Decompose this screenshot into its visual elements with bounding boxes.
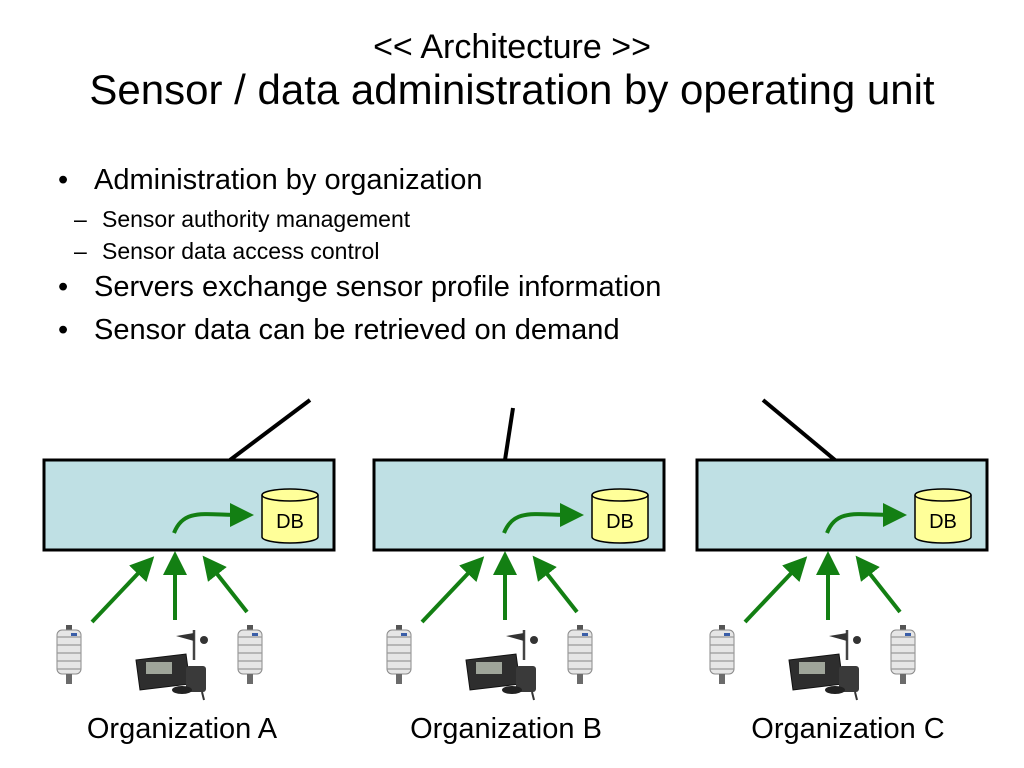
bullet-marker: • xyxy=(58,271,69,303)
architecture-diagram: DB Organization A DB Organization B DB Organi… xyxy=(42,398,989,745)
organization-group: DB Organization B xyxy=(372,407,666,745)
sensor-data-arrow xyxy=(202,555,249,614)
curved-arrow-icon xyxy=(825,502,907,534)
sensor-data-arrow xyxy=(855,555,902,614)
slide-supertitle: << Architecture >> xyxy=(373,28,651,66)
weather-sensor-icon xyxy=(890,625,916,684)
bullet-marker: • xyxy=(58,314,69,346)
curved-arrow-icon xyxy=(172,502,254,534)
sensor-data-arrow xyxy=(743,556,808,624)
database-label: DB xyxy=(276,511,304,533)
bullet-item: • Administration by organization xyxy=(58,162,661,198)
weather-station-icon xyxy=(465,630,538,701)
database-label: DB xyxy=(929,511,957,533)
sensor-data-arrow xyxy=(90,556,155,624)
weather-sensor-icon xyxy=(709,625,735,684)
network-link-line xyxy=(228,398,312,462)
organization-label: Organization C xyxy=(751,713,944,745)
weather-sensor-icon xyxy=(386,625,412,684)
organization-label: Organization A xyxy=(87,713,278,745)
bullet-text: Sensor data can be retrieved on demand xyxy=(94,314,620,346)
sub-bullet-text: Sensor authority management xyxy=(102,206,411,232)
sub-bullet-text: Sensor data access control xyxy=(102,238,380,264)
sub-bullet-item: – Sensor authority management xyxy=(58,205,661,233)
weather-station-icon xyxy=(788,630,861,701)
bullet-list: • Administration by organization – Senso… xyxy=(58,162,661,355)
network-link-line xyxy=(503,407,515,461)
weather-sensor-icon xyxy=(567,625,593,684)
organization-label: Organization B xyxy=(410,713,602,745)
weather-station-icon xyxy=(135,630,208,701)
network-link-line xyxy=(761,398,837,462)
sub-bullet-list: – Sensor authority management – Sensor d… xyxy=(58,205,661,265)
dash-marker: – xyxy=(74,238,87,264)
title-area: << Architecture >> Sensor / data adminis… xyxy=(0,28,1024,114)
organization-group: DB Organization A xyxy=(42,398,336,745)
weather-sensor-icon xyxy=(56,625,82,684)
bullet-text: Servers exchange sensor profile informat… xyxy=(94,271,662,303)
database-cylinder-icon xyxy=(914,488,972,544)
curved-arrow-icon xyxy=(502,502,584,534)
bullet-text: Administration by organization xyxy=(94,164,483,196)
bullet-item: • Servers exchange sensor profile inform… xyxy=(58,269,661,305)
slide-title: Sensor / data administration by operatin… xyxy=(89,66,935,113)
sensor-data-arrow xyxy=(532,555,579,614)
sub-bullet-item: – Sensor data access control xyxy=(58,237,661,265)
database-label: DB xyxy=(606,511,634,533)
weather-sensor-icon xyxy=(237,625,263,684)
database-cylinder-icon xyxy=(261,488,319,544)
organization-group: DB Organization C xyxy=(695,398,989,745)
dash-marker: – xyxy=(74,206,87,232)
sensor-data-arrow xyxy=(420,556,485,624)
bullet-marker: • xyxy=(58,164,69,196)
bullet-item: • Sensor data can be retrieved on demand xyxy=(58,312,661,348)
database-cylinder-icon xyxy=(591,488,649,544)
